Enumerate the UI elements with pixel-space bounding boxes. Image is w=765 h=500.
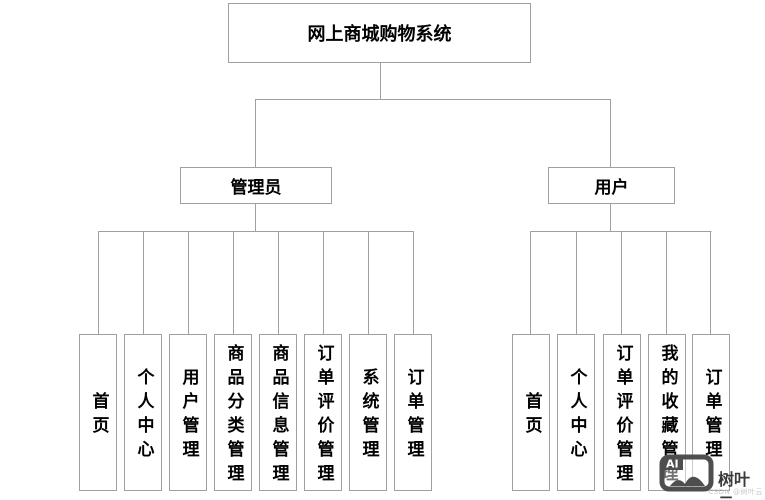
node-label: 商品信息管理	[268, 344, 289, 488]
node-label: 我的收藏管理	[657, 344, 678, 488]
node-admin-profile: 个人中心	[124, 334, 162, 491]
node-admin-user-mgmt: 用户管理	[169, 334, 207, 491]
node-label: 订单管理	[701, 368, 722, 464]
node-label: 订单评价管理	[313, 344, 334, 488]
watermark-credit: CSDN @树叶云	[708, 488, 763, 496]
node-label: 首页	[521, 392, 542, 440]
node-label: 个人中心	[566, 368, 587, 464]
node-label: 订单管理	[403, 368, 424, 464]
node-user-profile: 个人中心	[557, 334, 595, 491]
node-branch-user: 用户	[548, 167, 675, 204]
node-label: 用户	[594, 178, 629, 198]
node-admin-system-mgmt: 系统管理	[349, 334, 387, 491]
node-admin-order-review-mgmt: 订单评价管理	[304, 334, 342, 491]
node-branch-admin: 管理员	[180, 167, 332, 204]
node-label: 订单评价管理	[612, 344, 633, 488]
node-label: 首页	[88, 392, 109, 440]
node-user-home: 首页	[512, 334, 550, 491]
node-user-order-review-mgmt: 订单评价管理	[603, 334, 641, 491]
node-label: 个人中心	[133, 368, 154, 464]
watermark-site-name: 树叶云	[718, 470, 751, 500]
node-label: 用户管理	[178, 368, 199, 464]
node-label: 网上商城购物系统	[307, 24, 452, 45]
node-system-root: 网上商城购物系统	[228, 3, 531, 63]
node-admin-product-info-mgmt: 商品信息管理	[259, 334, 297, 491]
node-label: 系统管理	[358, 368, 379, 464]
node-label: 管理员	[230, 178, 282, 198]
node-admin-product-category-mgmt: 商品分类管理	[214, 334, 252, 491]
svg-text:AI: AI	[666, 458, 679, 471]
node-admin-order-mgmt: 订单管理	[394, 334, 432, 491]
ai-image-mountain-icon: AI	[659, 454, 714, 492]
node-label: 商品分类管理	[223, 344, 244, 488]
node-admin-home: 首页	[79, 334, 117, 491]
